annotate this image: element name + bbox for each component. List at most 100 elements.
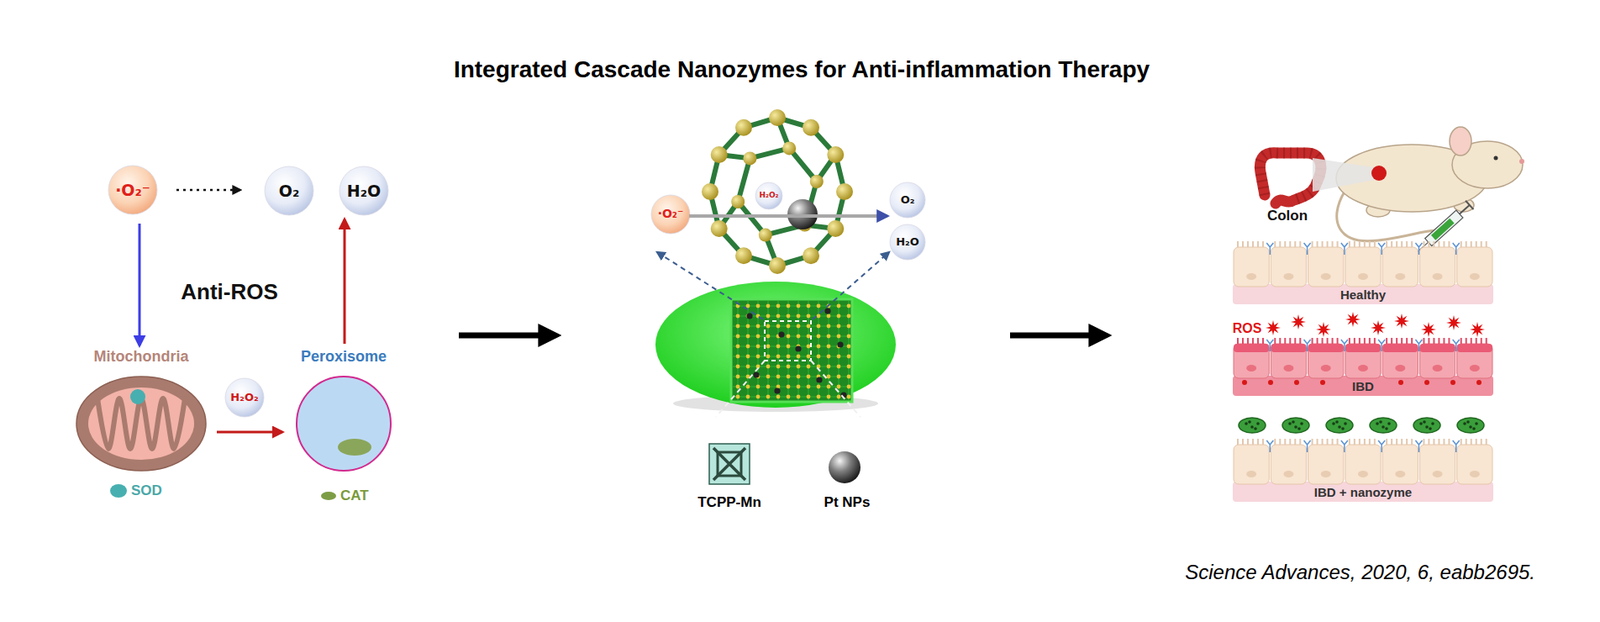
grid-line <box>732 326 851 327</box>
microvillus <box>1273 241 1276 248</box>
metal-node <box>786 394 791 400</box>
legend-swatch-dot <box>321 491 337 500</box>
metal-node <box>836 314 842 319</box>
pt-dot <box>746 312 753 319</box>
circle-shape <box>225 378 264 417</box>
microvillus <box>1395 438 1398 445</box>
microvillus <box>1247 438 1249 445</box>
zoom-line <box>810 360 861 417</box>
metal-cluster <box>701 183 719 200</box>
nanozyme-particle <box>1369 417 1397 433</box>
pt-dot <box>815 376 822 383</box>
ros-dot <box>1398 379 1404 385</box>
metal-node <box>816 394 822 400</box>
metal-node <box>786 304 791 309</box>
nanozyme-capsule <box>655 281 896 408</box>
metal-node <box>746 354 751 359</box>
colon-haustra <box>1259 152 1321 200</box>
nanozyme-shell <box>1326 417 1353 433</box>
metal-node <box>826 314 832 319</box>
zoom-line <box>812 252 890 320</box>
circle-shape <box>651 194 690 234</box>
microvillus <box>1236 337 1239 344</box>
microvillus <box>1400 438 1403 445</box>
microvillus <box>1385 241 1388 248</box>
syringe-barrel <box>1425 210 1464 246</box>
microvillus <box>1321 438 1324 445</box>
epithelial-cell <box>1382 444 1418 485</box>
metal-node <box>796 354 801 359</box>
microvillus <box>1336 438 1339 445</box>
microvillus <box>1432 438 1435 445</box>
microvillus <box>1247 241 1249 248</box>
epithelial-cell <box>1382 343 1418 379</box>
tissue-band: IBD + nanozyme <box>1232 436 1494 502</box>
metal-node <box>776 304 781 309</box>
epithelial-cell <box>1345 444 1381 485</box>
metal-node <box>826 384 832 390</box>
microvillus <box>1321 337 1324 344</box>
circle-shape <box>755 182 783 210</box>
microvillus <box>1299 241 1301 248</box>
microvillus <box>1326 438 1329 445</box>
grid-line <box>732 386 851 388</box>
mouse-nose <box>1519 158 1525 164</box>
microvillus <box>1410 337 1413 344</box>
tight-junction <box>1266 242 1274 255</box>
metal-cluster <box>802 119 820 137</box>
epithelial-cell <box>1270 343 1306 379</box>
nanozyme-dot <box>1288 421 1292 426</box>
epithelial-cell <box>1457 247 1493 287</box>
metal-node <box>786 374 791 379</box>
ros-burst <box>1265 320 1281 336</box>
microvillus <box>1395 241 1398 248</box>
metal-node <box>736 354 741 359</box>
metal-node <box>847 354 852 359</box>
microvillus <box>1475 241 1478 248</box>
tight-junction <box>1452 242 1460 255</box>
label-text: Colon <box>1267 207 1308 225</box>
nanozyme-dot <box>1468 425 1473 429</box>
microvillus <box>1363 241 1366 248</box>
microvillus <box>1385 337 1388 344</box>
metal-cluster <box>710 146 728 164</box>
metal-node <box>806 354 811 359</box>
mouse-ear <box>1449 126 1472 156</box>
nanozyme-particle <box>1326 417 1353 433</box>
flow-arrow <box>1010 332 1094 339</box>
syringe-plunger <box>1465 200 1474 210</box>
metal-node <box>847 384 852 390</box>
metal-node <box>796 374 801 379</box>
microvillus <box>1242 241 1244 248</box>
nanozyme-shell <box>1413 417 1441 433</box>
mitochondria-shape <box>76 376 206 471</box>
metal-node <box>826 364 832 369</box>
epithelial-cell <box>1233 247 1269 287</box>
microvillus <box>1316 241 1319 248</box>
microvillus <box>1299 438 1301 445</box>
metal-cluster <box>742 151 757 165</box>
microvillus <box>1316 438 1319 445</box>
microvillus <box>1385 438 1388 445</box>
metal-node <box>806 374 811 379</box>
microvillus <box>1294 438 1296 445</box>
microvillus <box>1485 337 1488 344</box>
legend-swatch-dot <box>110 484 127 498</box>
metal-node <box>806 344 811 349</box>
epithelial-cell <box>1308 343 1344 379</box>
metal-node <box>796 334 801 339</box>
species-circle: O₂ <box>263 165 315 216</box>
metal-node <box>736 324 741 329</box>
node-text: H₂O <box>895 236 920 248</box>
caption: Science Advances, 2020, 6, eabb2695. <box>1184 560 1536 585</box>
inflamed-top <box>1382 343 1418 353</box>
metal-node <box>816 324 822 329</box>
microvillus <box>1331 438 1334 445</box>
metal-node <box>746 344 751 349</box>
ros-burst <box>1394 313 1410 329</box>
metal-cluster <box>782 141 796 155</box>
microvillus <box>1331 337 1334 344</box>
